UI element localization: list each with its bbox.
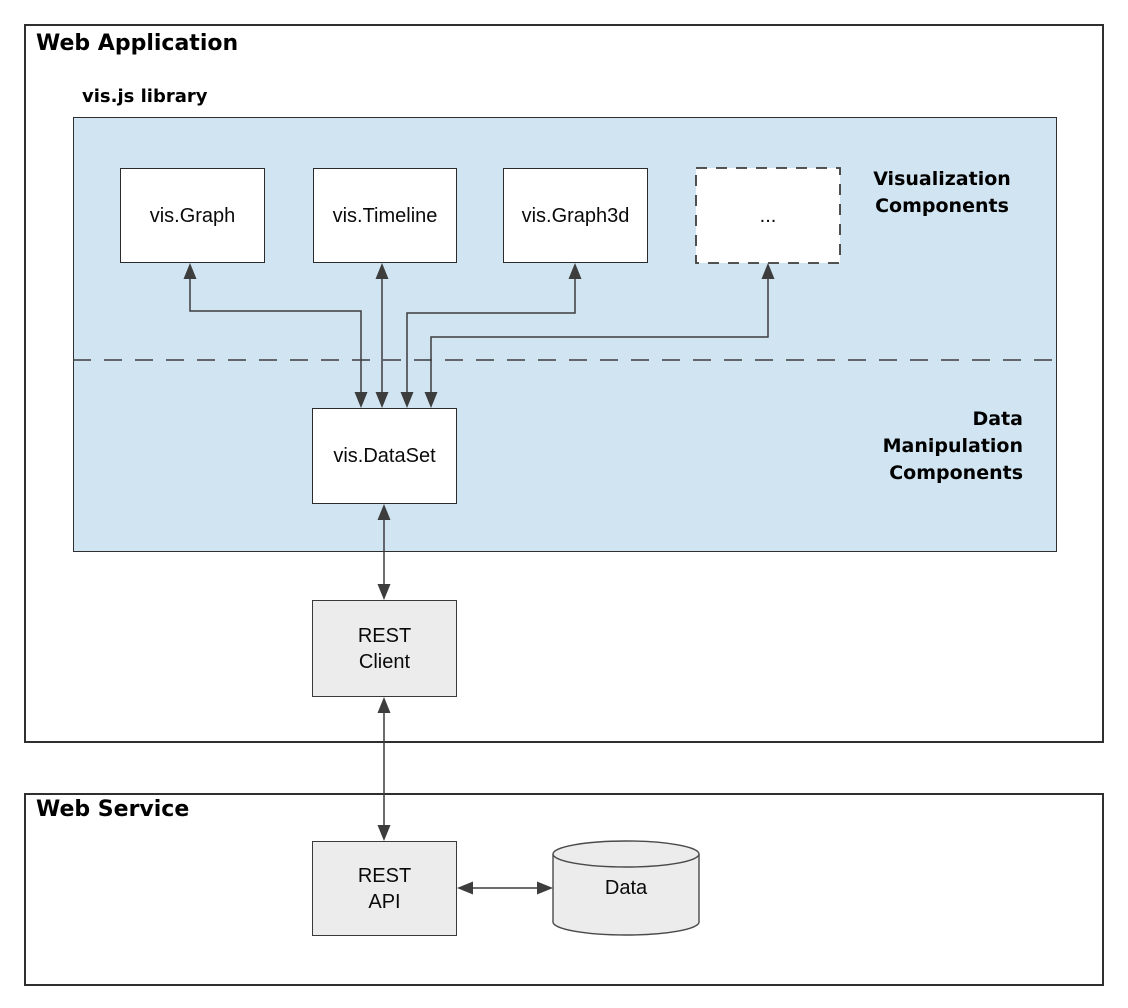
node-more-components-label: ... xyxy=(759,204,777,227)
node-rest-client: REST Client xyxy=(312,600,457,697)
node-more-components: ... xyxy=(696,168,840,263)
data-manipulation-section-label: Data Manipulation Components xyxy=(882,408,1023,484)
web-application-title: Web Application xyxy=(36,31,239,56)
node-vis-dataset-label: vis.DataSet xyxy=(333,445,436,467)
data-store-label: Data xyxy=(604,877,648,899)
node-rest-api-label: REST API xyxy=(357,864,412,913)
visualization-components-section-label: Visualization Components xyxy=(873,168,1011,217)
visjs-library-label: vis.js library xyxy=(82,86,208,107)
node-vis-graph3d: vis.Graph3d xyxy=(503,168,648,263)
node-vis-graph: vis.Graph xyxy=(120,168,265,263)
node-vis-timeline-label: vis.Timeline xyxy=(332,204,438,227)
node-vis-dataset: vis.DataSet xyxy=(312,408,457,504)
node-vis-graph3d-label: vis.Graph3d xyxy=(521,204,630,227)
node-vis-timeline: vis.Timeline xyxy=(313,168,457,263)
node-rest-api: REST API xyxy=(312,841,457,936)
node-rest-client-label: REST Client xyxy=(357,624,412,673)
node-vis-graph-label: vis.Graph xyxy=(149,204,236,227)
web-service-title: Web Service xyxy=(36,797,190,822)
